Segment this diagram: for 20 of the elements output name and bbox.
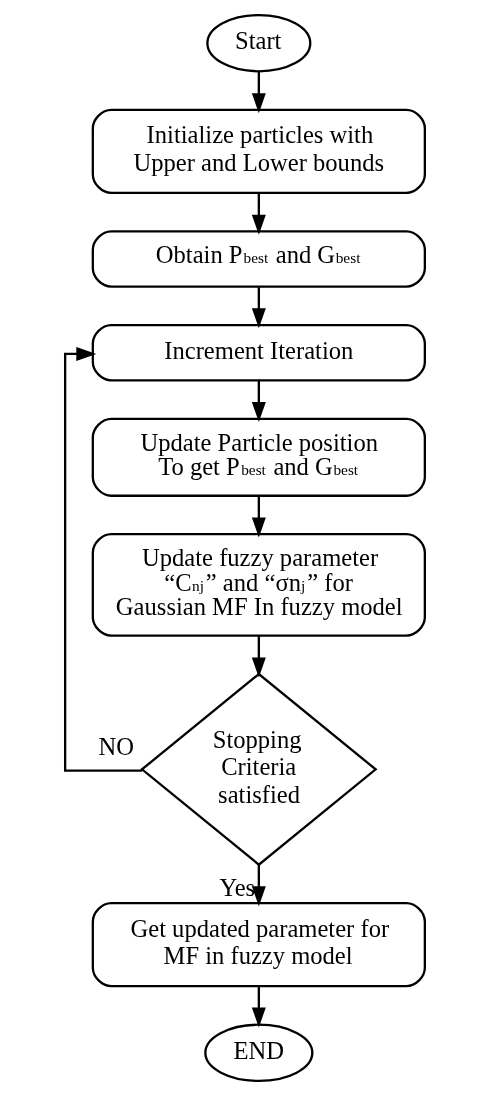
node-box: Increment Iteration: [91, 323, 426, 382]
arrow: [251, 71, 266, 114]
node-box: Initialize particles with Upper and Lower bounds: [91, 108, 426, 195]
arrow: [251, 380, 266, 423]
arrow: [251, 986, 266, 1028]
node-ellipse: END: [204, 1023, 314, 1083]
node-ellipse: Start: [206, 13, 312, 73]
node-box: Update fuzzy parameter “Cnj” and “σnj” for Gaussian MF In fuzzy model: [91, 533, 426, 637]
edge-label: NO: [98, 732, 134, 760]
node-box: Get updated parameter for MF in fuzzy model: [91, 901, 426, 988]
node-box: Update Particle position To get Pbest and Gbest: [91, 417, 426, 497]
arrow: [251, 864, 266, 907]
arrow: [251, 193, 266, 235]
node-box: Obtain Pbest and Gbest: [91, 230, 426, 288]
edge-label: Yes: [219, 874, 256, 902]
node-diamond: Stopping Criteria satisfied: [140, 672, 378, 867]
arrow: [64, 346, 142, 772]
arrow: [251, 287, 266, 329]
arrow: [251, 496, 266, 538]
arrow: [251, 635, 266, 678]
